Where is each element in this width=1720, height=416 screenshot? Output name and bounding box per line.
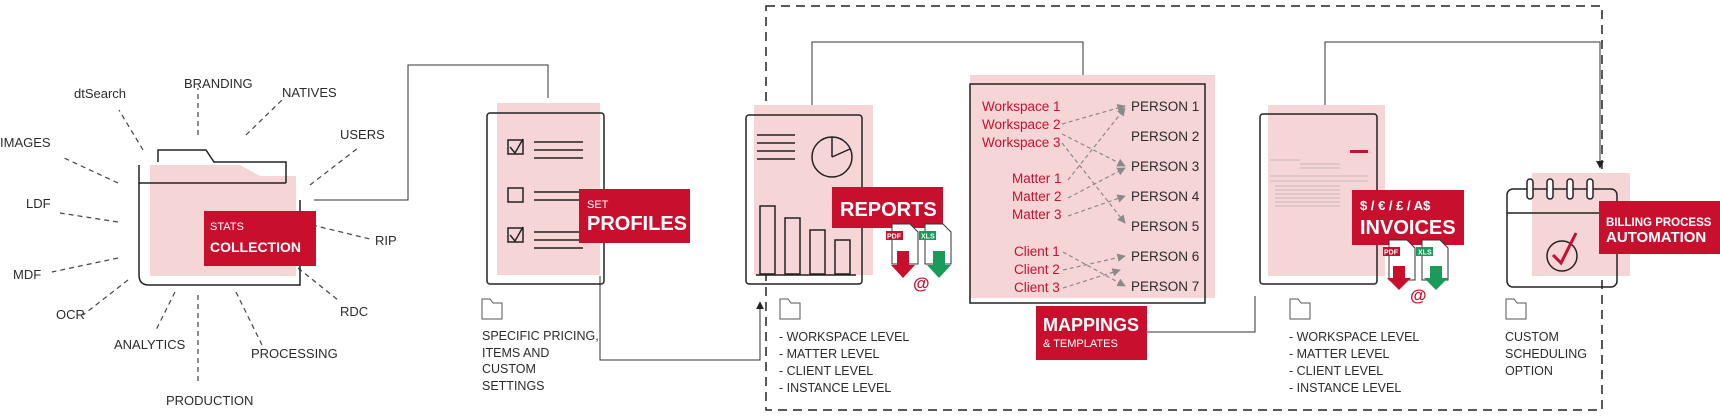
profiles-label-small: SET	[587, 199, 609, 211]
stats-collection-group: STATS COLLECTION IMAGES dtSearch BRANDIN…	[0, 76, 397, 408]
bar-chart-icon	[756, 205, 856, 276]
email-icon: @	[1410, 286, 1427, 305]
source-rays	[51, 88, 371, 385]
source-rdc: RDC	[340, 304, 368, 319]
checkbox-checked-icon	[507, 139, 524, 155]
invoices-level-item: - CLIENT LEVEL	[1289, 364, 1383, 378]
reports-group: REPORTS PDF XLS @ - WORKSPACE LEVEL - MA…	[745, 105, 952, 395]
mapping-target-item: PERSON 2	[1131, 129, 1199, 144]
invoice-thumbnail	[1270, 150, 1368, 207]
source-dtsearch: dtSearch	[74, 86, 126, 101]
source-ocr: OCR	[56, 307, 85, 322]
stats-label-big: COLLECTION	[210, 239, 301, 255]
reports-level-item: - WORKSPACE LEVEL	[779, 330, 909, 344]
profiles-folder-line: SPECIFIC PRICING,	[482, 329, 599, 343]
mapping-target-item: PERSON 3	[1131, 159, 1199, 174]
stats-collection-badge	[204, 211, 316, 266]
mapping-source-item: Matter 3	[1012, 207, 1062, 222]
stats-label-small: STATS	[210, 221, 244, 233]
reports-badge	[832, 187, 943, 228]
mapping-source-item: Workspace 3	[982, 135, 1061, 150]
source-ldf: LDF	[26, 196, 51, 211]
billing-folder-line: OPTION	[1505, 364, 1553, 378]
source-production: PRODUCTION	[166, 393, 253, 408]
mapping-source-item: Workspace 2	[982, 117, 1061, 132]
mapping-target-item: PERSON 7	[1131, 279, 1199, 294]
email-icon: @	[913, 274, 930, 293]
mapping-source-item: Client 2	[1014, 262, 1060, 277]
mapping-source-item: Client 1	[1014, 244, 1060, 259]
source-branding: BRANDING	[184, 76, 253, 91]
mapping-target-item: PERSON 5	[1131, 219, 1199, 234]
calendar-icon	[1506, 178, 1618, 288]
reports-level-item: - CLIENT LEVEL	[779, 364, 873, 378]
svg-text:XLS: XLS	[1418, 250, 1432, 257]
folder-icon	[481, 298, 503, 320]
billing-badge	[1599, 201, 1720, 254]
xls-file-icon: XLS	[919, 223, 952, 278]
billing-label-small: BILLING PROCESS	[1606, 217, 1712, 229]
source-users: USERS	[340, 127, 385, 142]
mapping-target-item: PERSON 6	[1131, 249, 1199, 264]
pdf-file-icon: PDF	[1383, 239, 1416, 290]
svg-text:XLS: XLS	[921, 234, 935, 241]
mapping-source-item: Matter 1	[1012, 171, 1062, 186]
invoices-level-item: - MATTER LEVEL	[1289, 347, 1390, 361]
mappings-panel	[969, 83, 1206, 304]
checkbox-checked-icon	[507, 227, 524, 243]
billing-automation-group: BILLING PROCESS AUTOMATION CUSTOM SCHEDU…	[1505, 173, 1720, 378]
source-mdf: MDF	[13, 267, 41, 282]
folder-icon	[1505, 298, 1527, 320]
source-processing: PROCESSING	[251, 346, 338, 361]
billing-folder-line: CUSTOM	[1505, 330, 1559, 344]
source-analytics: ANALYTICS	[114, 337, 186, 352]
profiles-badge	[579, 189, 690, 243]
source-labels: IMAGES dtSearch BRANDING NATIVES USERS L…	[0, 76, 397, 408]
folder-icon	[1289, 298, 1311, 320]
xls-file-icon: XLS	[1416, 239, 1449, 290]
billing-folder-line: SCHEDULING	[1505, 347, 1587, 361]
mappings-label-big: MAPPINGS	[1043, 315, 1139, 335]
source-natives: NATIVES	[282, 85, 337, 100]
reports-level-item: - INSTANCE LEVEL	[779, 381, 891, 395]
mapping-target-item: PERSON 4	[1131, 189, 1200, 204]
mapping-source-item: Matter 2	[1012, 189, 1062, 204]
mapping-source-item: Workspace 1	[982, 99, 1061, 114]
invoices-level-item: - WORKSPACE LEVEL	[1289, 330, 1419, 344]
set-profiles-group: SET PROFILES SPECIFIC PRICING, ITEMS AND…	[481, 103, 690, 393]
source-rip: RIP	[375, 233, 397, 248]
reports-level-item: - MATTER LEVEL	[779, 347, 880, 361]
svg-text:PDF: PDF	[887, 234, 902, 241]
mapping-target-item: PERSON 1	[1131, 99, 1199, 114]
mapping-arrows	[1061, 104, 1126, 289]
invoices-label-big: INVOICES	[1360, 217, 1456, 239]
folder-icon	[779, 298, 801, 320]
invoices-badge	[1352, 190, 1464, 245]
invoices-currencies: $ / € / £ / A$	[1360, 198, 1431, 213]
source-images: IMAGES	[0, 135, 51, 150]
mappings-label-small: & TEMPLATES	[1043, 338, 1118, 350]
checkbox-empty-icon	[507, 187, 524, 203]
billing-label-big: AUTOMATION	[1606, 229, 1706, 246]
profiles-folder-line: CUSTOM	[482, 362, 536, 376]
mapping-source-item: Client 3	[1014, 280, 1060, 295]
profiles-folder-line: ITEMS AND	[482, 346, 549, 360]
svg-text:PDF: PDF	[1384, 250, 1399, 257]
profiles-label-big: PROFILES	[587, 213, 687, 235]
pdf-file-icon: PDF	[886, 223, 919, 278]
mappings-group: Workspace 1 Workspace 2 Workspace 3 Matt…	[969, 75, 1215, 360]
invoices-group: $ / € / £ / A$ INVOICES PDF XLS @ - WORK…	[1259, 105, 1464, 395]
connector-lines	[314, 41, 1604, 361]
profiles-folder-line: SETTINGS	[482, 379, 545, 393]
invoices-level-item: - INSTANCE LEVEL	[1289, 381, 1401, 395]
reports-label-big: REPORTS	[840, 199, 937, 221]
mappings-badge	[1036, 306, 1147, 360]
